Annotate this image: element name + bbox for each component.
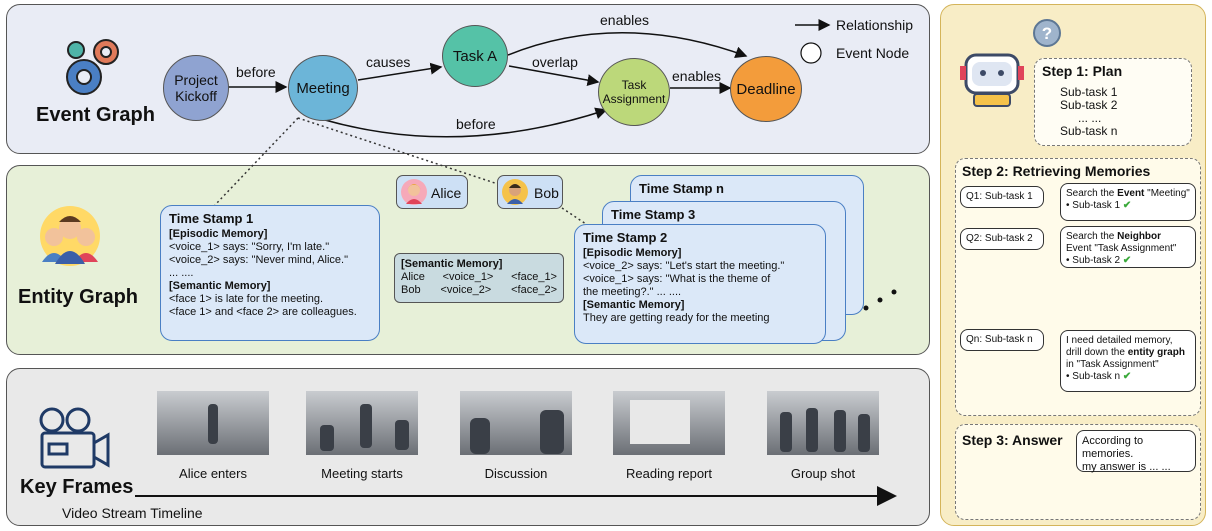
sem-row-bob: Bob<voice_2><face_2> (401, 284, 557, 296)
node-deadline: Deadline (730, 56, 802, 122)
response-bubble-2: Search the Neighbor Event "Task Assignme… (1060, 226, 1196, 268)
video-camera-icon (39, 407, 110, 469)
frame-caption-2: Meeting starts (321, 466, 403, 481)
sem-box-title: [Semantic Memory] (401, 258, 503, 270)
event-graph-edges (66, 19, 831, 138)
ts2-e1: <voice_2> says: "Let's start the meeting… (583, 260, 785, 272)
person-alice: Alice (396, 175, 468, 209)
node-task-assignment: Task Assignment (598, 58, 670, 126)
person-bob: Bob (497, 175, 563, 209)
edge-label-causes: causes (366, 54, 411, 70)
response-bubble-1: Search the Event "Meeting" • Sub-task 1 … (1060, 183, 1196, 221)
query-bubble-1: Q1: Sub-task 1 (960, 186, 1044, 208)
robot-icon (960, 53, 1024, 107)
ts3-title: Time Stamp 3 (611, 207, 696, 222)
ts1-e1: <voice_1> says: "Sorry, I'm late." (169, 241, 330, 253)
ts1-episodic: [Episodic Memory] (169, 228, 268, 240)
step2-title: Step 2: Retrieving Memories (962, 163, 1151, 179)
check-icon: ✔ (1122, 255, 1132, 266)
entity-graph-title: Entity Graph (18, 286, 139, 308)
key-frames-graphics (39, 391, 897, 506)
ts1-e2: <voice_2> says: "Never mind, Alice." (169, 254, 349, 266)
answer-bubble: According to memories. my answer is ... … (1076, 430, 1196, 473)
edge-label-before-2: before (456, 116, 496, 132)
query-bubble-2: Q2: Sub-task 2 (960, 228, 1044, 250)
tsn-title: Time Stamp n (639, 181, 725, 196)
node-meeting: Meeting (288, 55, 358, 121)
node-task-a: Task A (442, 25, 508, 87)
edge-meeting-taska (357, 62, 443, 81)
ts2-s1: They are getting ready for the meeting (583, 312, 770, 324)
ts1-ellipsis: ... .... (169, 267, 194, 279)
frame-caption-3: Discussion (484, 466, 548, 481)
ts2-episodic: [Episodic Memory] (583, 247, 682, 259)
gears-icon (66, 39, 119, 95)
alice-avatar-icon (401, 179, 427, 205)
response-bubble-n: I need detailed memory, drill down the e… (1060, 330, 1196, 392)
legend-relationship: Relationship (836, 17, 914, 33)
legend-node (800, 42, 822, 64)
edge-meeting-assignment (324, 107, 608, 138)
question-icon (1033, 19, 1061, 47)
ts2-e2: <voice_1> says: "What is the theme of (583, 273, 771, 285)
people-icon (40, 206, 100, 266)
edge-label-before-1: before (236, 64, 276, 80)
alice-label: Alice (431, 185, 462, 201)
edge-label-overlap: overlap (532, 54, 578, 70)
legend-event-node: Event Node (836, 45, 910, 61)
frame-images (157, 391, 879, 455)
frame-caption-5: Group shot (790, 466, 856, 481)
check-icon: ✔ (1122, 200, 1132, 211)
ts2-e3: the meeting?." ... .... (583, 286, 682, 298)
step1-title: Step 1: Plan (1042, 63, 1123, 79)
time-stamp-2-card: Time Stamp 2 [Episodic Memory] <voice_2>… (574, 224, 826, 344)
frame-caption-4: Reading report (626, 466, 712, 481)
svg-text:?: ? (1042, 24, 1052, 43)
node-project-kickoff: Project Kickoff (163, 55, 229, 121)
check-icon: ✔ (1122, 371, 1132, 382)
edge-taska-deadline (507, 32, 748, 59)
timeline-label: Video Stream Timeline (62, 505, 203, 521)
semantic-memory-box: [Semantic Memory] Alice<voice_1><face_1>… (394, 253, 564, 303)
ts1-s2: <face 1> and <face 2> are colleagues. (169, 306, 357, 318)
sem-row-alice: Alice<voice_1><face_1> (401, 271, 557, 283)
ts1-semantic: [Semantic Memory] (169, 280, 271, 292)
event-graph-title: Event Graph (36, 104, 155, 126)
ts2-semantic: [Semantic Memory] (583, 299, 685, 311)
frame-caption-1: Alice enters (179, 466, 247, 481)
ts1-s1: <face 1> is late for the meeting. (169, 293, 324, 305)
ts1-title: Time Stamp 1 (169, 211, 254, 226)
step1-box (1034, 58, 1192, 146)
edge-label-enables-1: enables (600, 12, 650, 28)
step3-title: Step 3: Answer (962, 432, 1063, 448)
step1-list: Sub-task 1 Sub-task 2 ... ... Sub-task n (1060, 85, 1118, 138)
key-frames-title: Key Frames (20, 476, 134, 498)
bob-label: Bob (534, 185, 559, 201)
edge-taska-assignment (508, 65, 600, 87)
query-bubble-n: Qn: Sub-task n (960, 329, 1044, 351)
time-stamp-1-card: Time Stamp 1 [Episodic Memory] <voice_1>… (160, 205, 380, 341)
edge-label-enables-2: enables (672, 68, 722, 84)
ts2-title: Time Stamp 2 (583, 230, 668, 245)
bob-avatar-icon (502, 179, 528, 205)
